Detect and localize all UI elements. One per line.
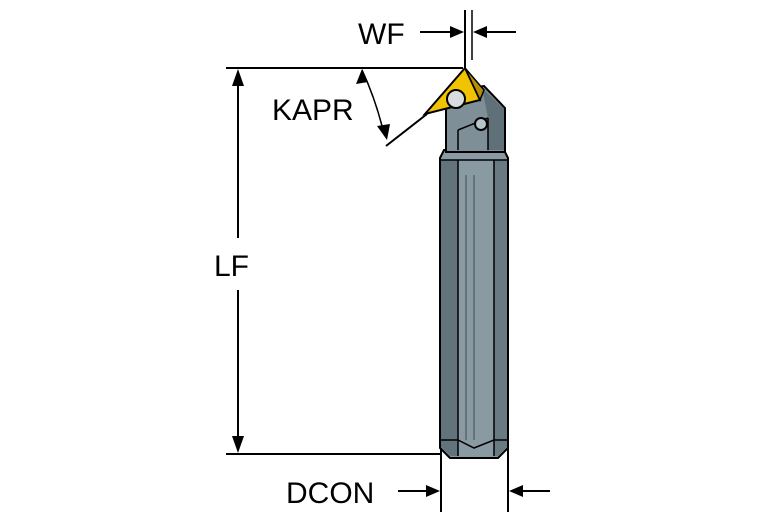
dimension-kapr: KAPR bbox=[272, 69, 428, 147]
shank-left-face bbox=[441, 160, 458, 456]
kapr-arrow-top bbox=[356, 69, 368, 84]
insert-hole bbox=[446, 89, 466, 109]
lf-arrow-top bbox=[232, 69, 244, 86]
wf-arrow-right-head bbox=[473, 26, 487, 38]
wf-arrow-left-head bbox=[450, 26, 464, 38]
dimension-dcon: DCON bbox=[286, 448, 550, 512]
cutting-insert bbox=[422, 66, 485, 116]
lf-arrow-bottom bbox=[232, 436, 244, 453]
dimension-lf: LF bbox=[214, 67, 463, 455]
kapr-label: KAPR bbox=[272, 94, 354, 127]
shank-bottom-chamfer bbox=[441, 439, 507, 449]
wf-label: WF bbox=[358, 18, 405, 51]
tool-shank bbox=[439, 149, 509, 459]
kapr-extension-line bbox=[385, 113, 428, 147]
shank-right-face bbox=[494, 160, 507, 456]
insert-side-face bbox=[464, 67, 485, 102]
kapr-arrow-bottom bbox=[377, 124, 390, 140]
dcon-arrow-right-head bbox=[509, 485, 523, 497]
lf-label: LF bbox=[214, 250, 249, 283]
dcon-label: DCON bbox=[286, 477, 374, 510]
head-dark-face bbox=[482, 88, 504, 150]
dcon-arrow-left-head bbox=[426, 485, 440, 497]
dimension-wf: WF bbox=[358, 10, 516, 68]
clamp-screw bbox=[474, 117, 488, 131]
